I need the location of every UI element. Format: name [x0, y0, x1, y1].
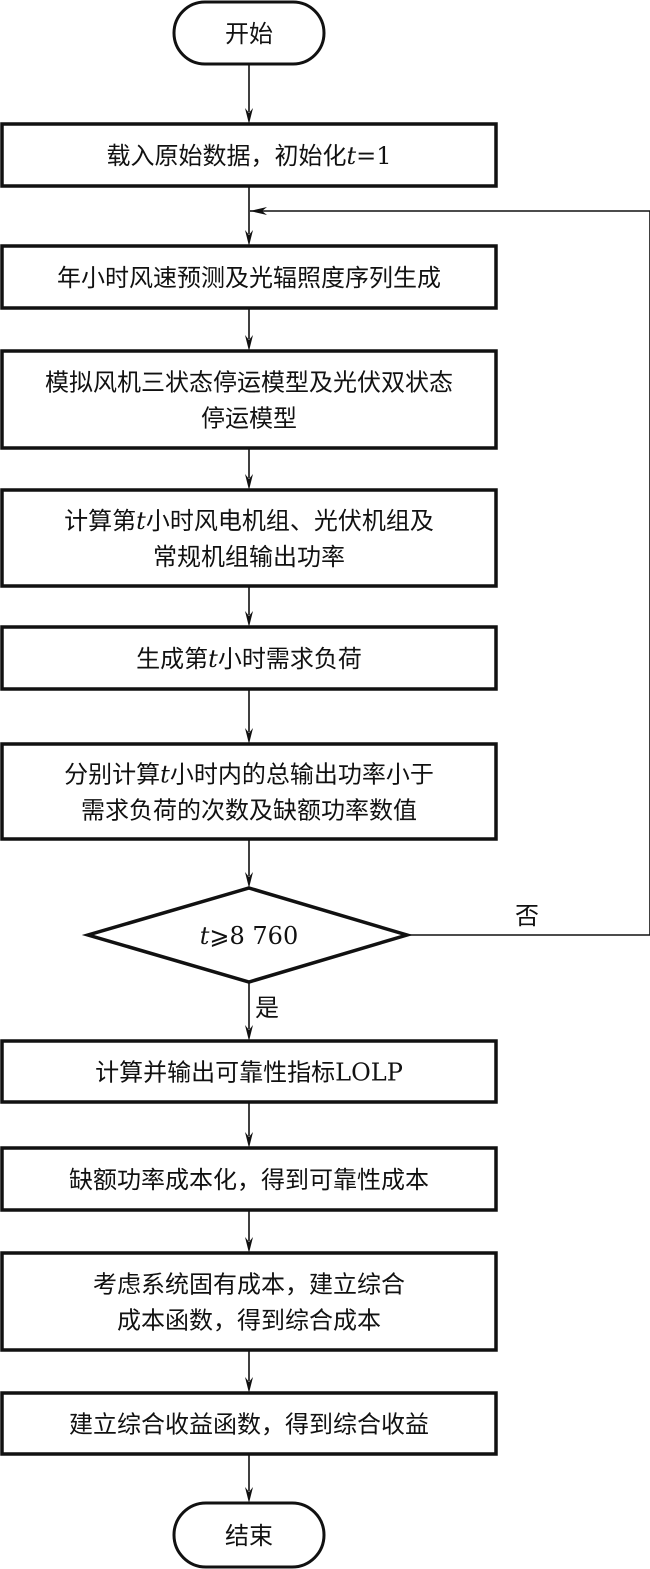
text-segment: 年小时风速预测及光辐照度序列生成 [57, 264, 441, 292]
start-terminal: 开始 [172, 0, 326, 66]
step-text-line: 停运模型 [201, 405, 297, 433]
step-text-line: 建立综合收益函数，得到综合收益 [69, 1411, 429, 1439]
text-segment: ⩾8 760 [209, 922, 298, 950]
text-segment: 分别计算 [64, 761, 160, 789]
text-segment: 常规机组输出功率 [153, 543, 345, 571]
text-segment: 需求负荷的次数及缺额功率数值 [81, 797, 417, 825]
text-segment: 小时需求负荷 [218, 645, 362, 673]
process-box [0, 488, 498, 588]
end-terminal: 结束 [172, 1501, 326, 1569]
arrowhead-icon [245, 1237, 253, 1253]
arrowhead-icon [245, 108, 253, 124]
connector-decision-no-loopback [263, 210, 650, 936]
step-text-line: 成本函数，得到综合成本 [117, 1307, 381, 1335]
process-box [0, 742, 498, 841]
process-box [0, 625, 498, 691]
end-terminal-label: 结束 [225, 1522, 273, 1550]
text-segment: 小时内的总输出功率小于 [170, 761, 434, 789]
process-box [0, 122, 498, 188]
process-box [0, 349, 498, 450]
arrowhead-icon [245, 335, 253, 351]
text-segment: 小时风电机组、光伏机组及 [146, 507, 434, 535]
nodes: 开始载入原始数据，初始化t=1年小时风速预测及光辐照度序列生成模拟风机三状态停运… [0, 0, 539, 1569]
step-text-line: 计算第t小时风电机组、光伏机组及 [64, 507, 434, 535]
text-segment: 考虑系统固有成本，建立综合 [93, 1271, 405, 1299]
step-text-line: 计算并输出可靠性指标LOLP [95, 1059, 403, 1087]
step-text-line: 年小时风速预测及光辐照度序列生成 [57, 264, 441, 292]
process-step-composite-revenue: 建立综合收益函数，得到综合收益 [0, 1391, 498, 1456]
step-text-line: 考虑系统固有成本，建立综合 [93, 1271, 405, 1299]
arrowhead-icon [245, 1132, 253, 1148]
step-text-line: 载入原始数据，初始化t=1 [106, 142, 391, 170]
process-box [0, 1391, 498, 1456]
arrowhead-icon [245, 728, 253, 744]
step-text-line: 分别计算t小时内的总输出功率小于 [64, 761, 434, 789]
arrowhead-icon [245, 230, 253, 246]
start-terminal-label: 开始 [225, 20, 273, 48]
text-segment: =1 [356, 142, 391, 170]
variable-t: t [136, 507, 146, 535]
start-terminal-shape [172, 0, 326, 66]
text-segment: 计算第 [64, 507, 136, 535]
decision-diamond [81, 886, 414, 984]
process-step-load-data: 载入原始数据，初始化t=1 [0, 122, 498, 188]
arrowhead-icon [245, 474, 253, 490]
step-text-line: 模拟风机三状态停运模型及光伏双状态 [45, 369, 453, 397]
arrowhead-icon [245, 611, 253, 627]
text-segment: 停运模型 [201, 405, 297, 433]
variable-t: t [208, 645, 218, 673]
text-segment: 缺额功率成本化，得到可靠性成本 [69, 1166, 429, 1194]
decision-node: t⩾8 760 [81, 886, 414, 984]
variable-t: t [200, 922, 210, 950]
process-box [0, 1146, 498, 1212]
step-text-line: 常规机组输出功率 [153, 543, 345, 571]
arrowhead-icon [245, 1487, 253, 1503]
connectors [245, 64, 650, 1503]
end-terminal-shape [172, 1501, 326, 1569]
arrowhead-icon [245, 1025, 253, 1041]
decision-yes-label: 是 [255, 994, 279, 1022]
process-step-reliability-cost: 缺额功率成本化，得到可靠性成本 [0, 1146, 498, 1212]
decision-condition: t⩾8 760 [200, 922, 298, 950]
text-segment: 模拟风机三状态停运模型及光伏双状态 [45, 369, 453, 397]
step-text-line: 生成第t小时需求负荷 [136, 645, 362, 673]
process-box [0, 244, 498, 310]
text-segment: 载入原始数据，初始化 [106, 142, 346, 170]
process-step-generate-load: 生成第t小时需求负荷 [0, 625, 498, 691]
arrowhead-icon [245, 872, 253, 888]
process-step-generate-series: 年小时风速预测及光辐照度序列生成 [0, 244, 498, 310]
process-box [0, 1251, 498, 1352]
text-segment: 成本函数，得到综合成本 [117, 1307, 381, 1335]
step-text-line: 缺额功率成本化，得到可靠性成本 [69, 1166, 429, 1194]
process-step-output-lolp: 计算并输出可靠性指标LOLP [0, 1039, 498, 1104]
variable-t: t [160, 761, 170, 789]
variable-t: t [346, 142, 356, 170]
text-segment: 建立综合收益函数，得到综合收益 [69, 1411, 429, 1439]
step-text-line: 需求负荷的次数及缺额功率数值 [81, 797, 417, 825]
arrowhead-icon [245, 1377, 253, 1393]
decision-no-label: 否 [515, 902, 539, 930]
process-box [0, 1039, 498, 1104]
text-segment: 计算并输出可靠性指标LOLP [95, 1059, 403, 1087]
text-segment: 生成第 [136, 645, 208, 673]
